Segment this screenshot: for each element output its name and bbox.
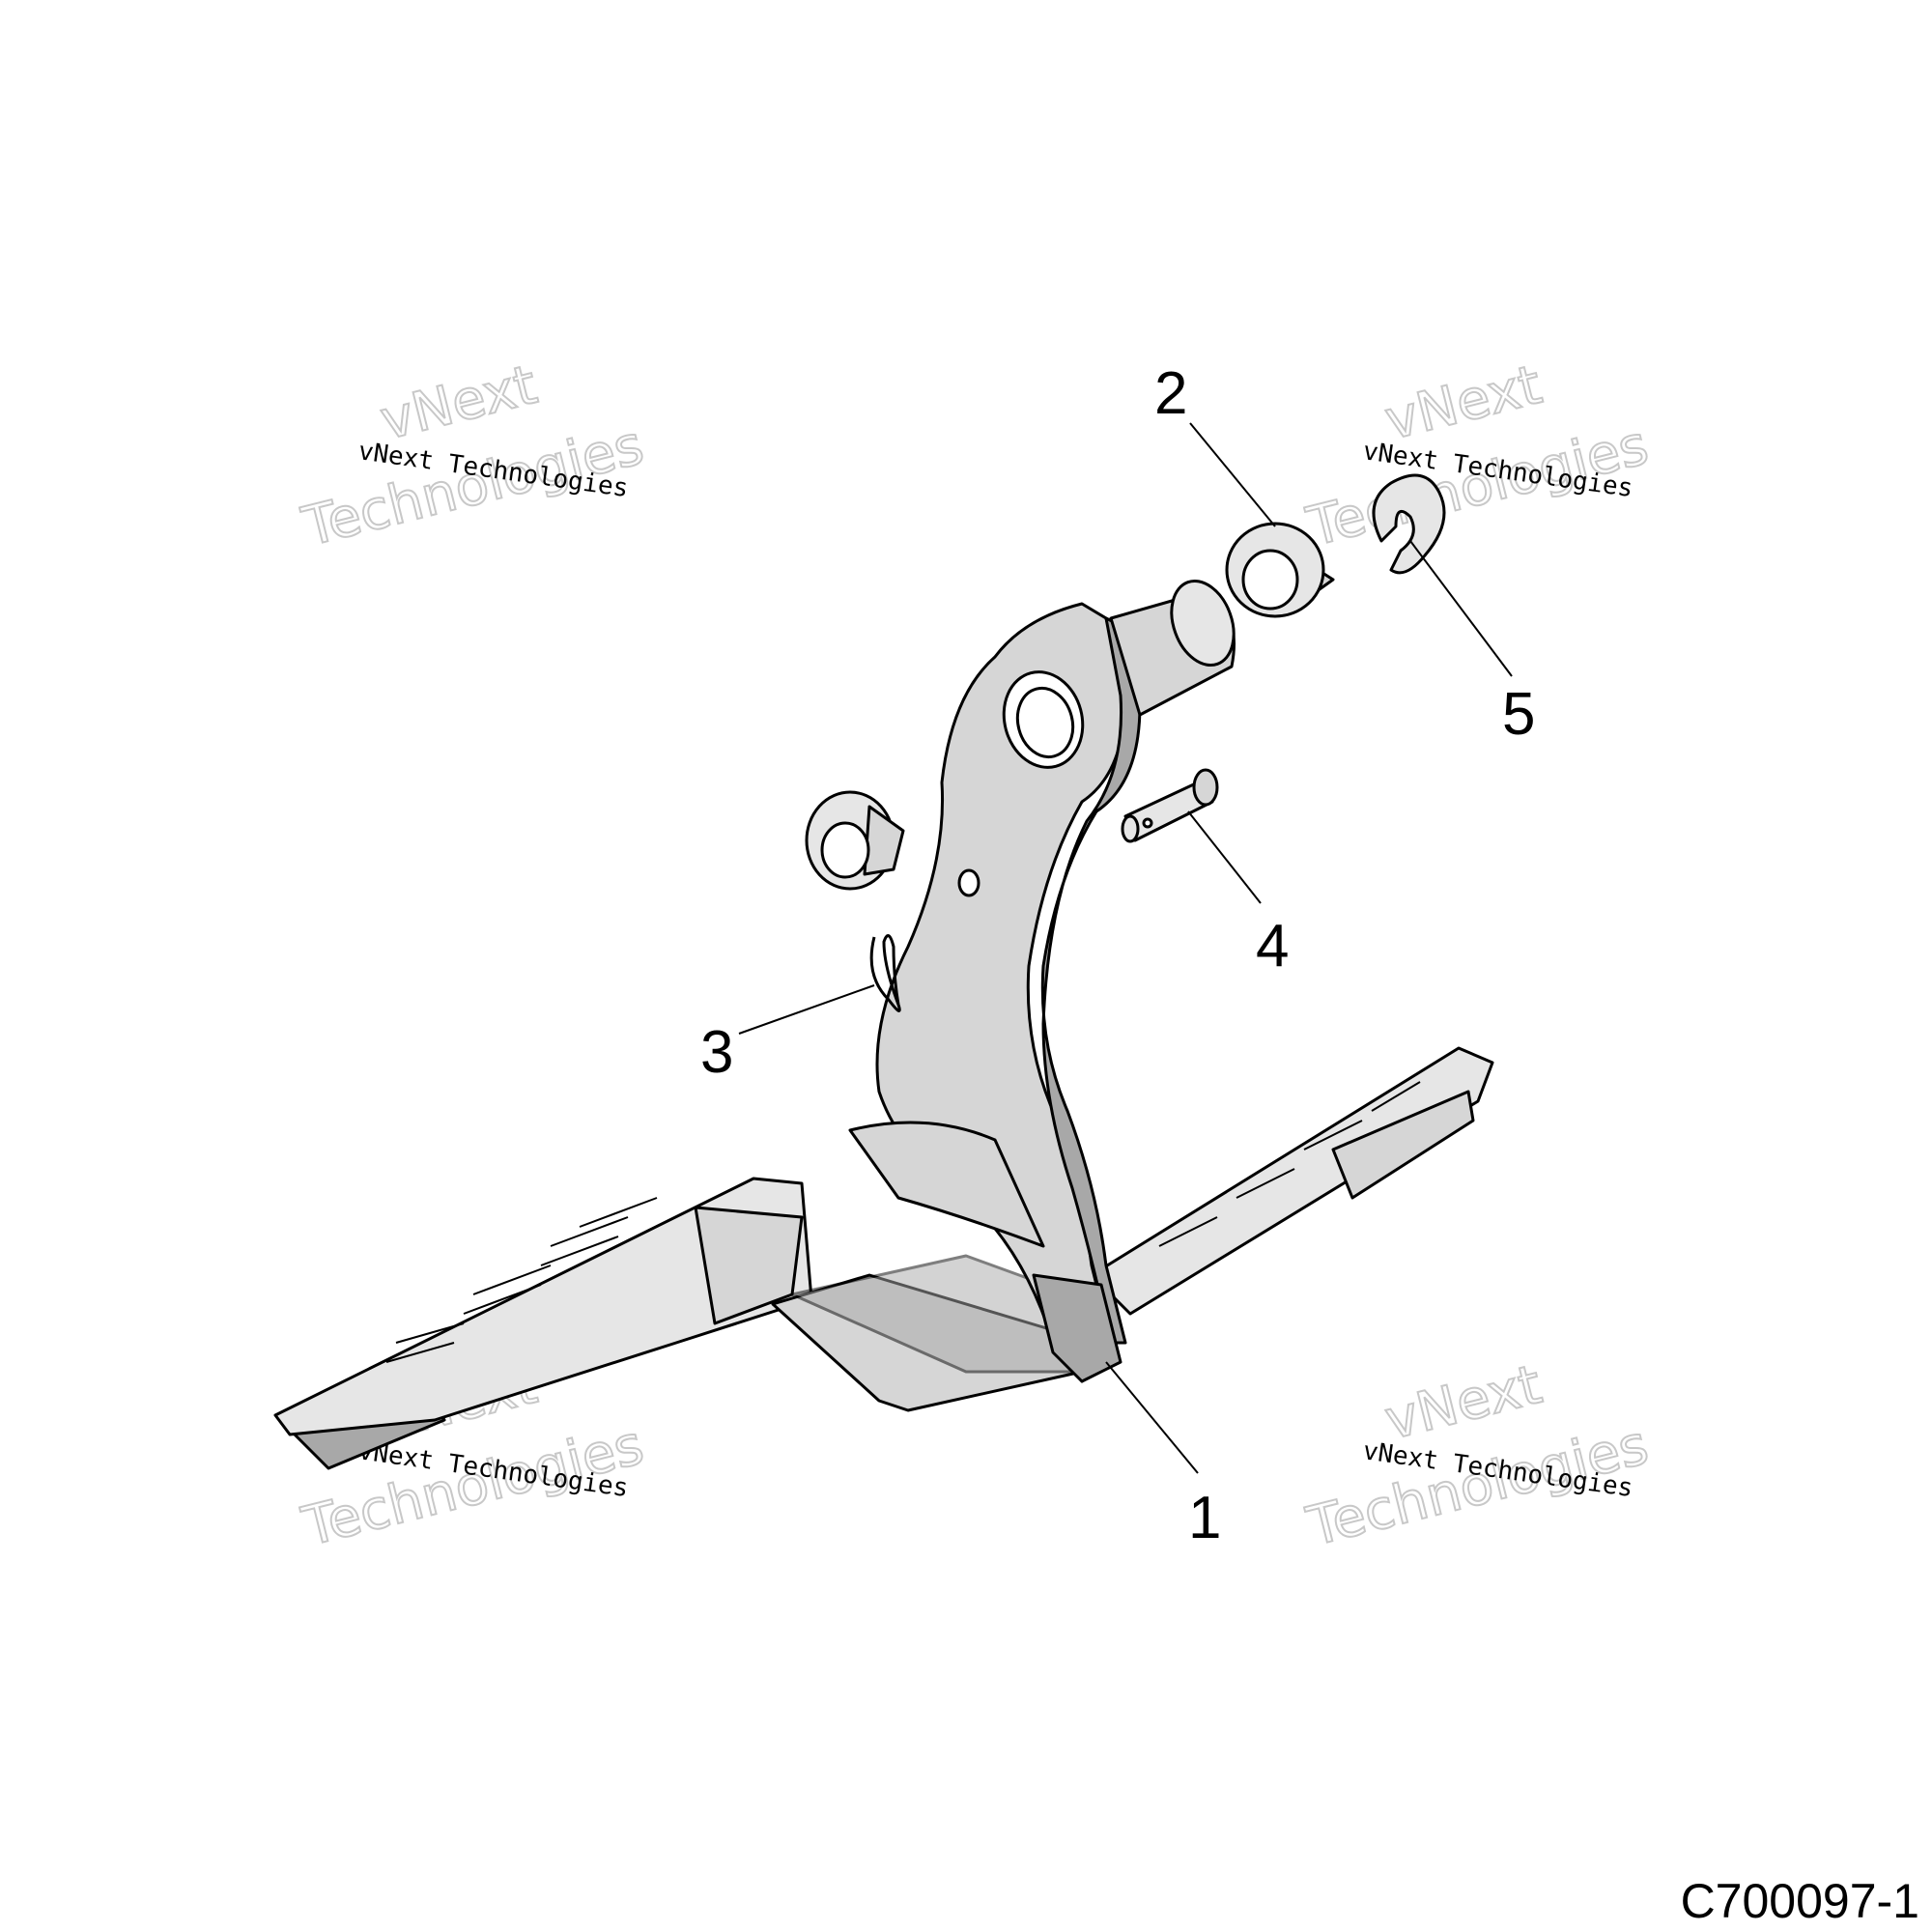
leader-2: [1189, 422, 1276, 527]
leader-1: [1105, 1361, 1199, 1474]
watermark-big-line1: vNext: [1379, 354, 1548, 453]
watermark-top-right: vNext Technologies vNext Technologies: [1300, 353, 1656, 560]
callout-1: 1: [1188, 1485, 1221, 1551]
watermark-big-line1: vNext: [375, 354, 543, 453]
callout-3: 3: [700, 1019, 733, 1086]
watermark-big-line1: vNext: [1379, 1353, 1548, 1453]
watermark-bottom-right: vNext Technologies vNext Technologies: [1300, 1352, 1656, 1560]
bushing-part-left: [805, 790, 905, 891]
callout-labels: 2 5 4 3 1: [700, 360, 1535, 1551]
drawing-code: C700097-1: [1681, 1874, 1919, 1928]
callout-2: 2: [1154, 360, 1187, 427]
leader-4: [1187, 810, 1262, 904]
bushing-part-2: [1225, 522, 1335, 618]
callout-5: 5: [1502, 681, 1535, 748]
clevis-pin-part-4: [1121, 768, 1219, 843]
leader-3: [738, 984, 875, 1035]
hairpin-clip-part-3: [869, 934, 901, 1012]
watermark-top-left: vNext Technologies vNext Technologies: [296, 353, 651, 560]
left-pad-grip-slots: [385, 1197, 658, 1363]
e-clip-part-5: [1372, 473, 1446, 575]
brake-pedal-part: [273, 579, 1494, 1470]
callout-4: 4: [1256, 913, 1289, 980]
leader-5: [1409, 540, 1513, 677]
right-pad-grip-slots: [1158, 1081, 1421, 1247]
leader-lines: [738, 422, 1513, 1474]
